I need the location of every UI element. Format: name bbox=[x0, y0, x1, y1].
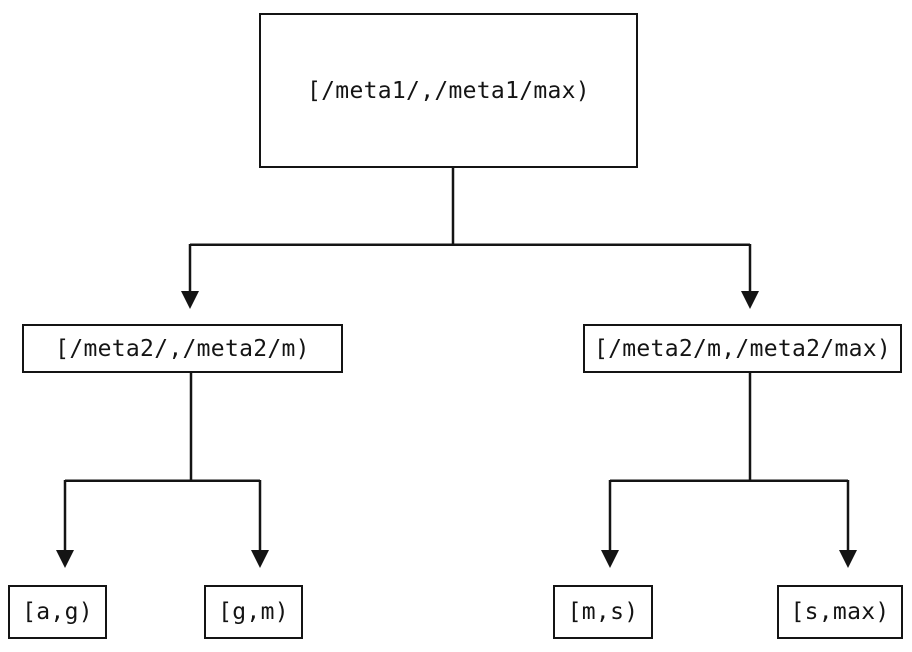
arrow-down-icon bbox=[839, 550, 857, 568]
arrow-down-icon bbox=[601, 550, 619, 568]
node-meta2-left: [/meta2/,/meta2/m) bbox=[22, 324, 343, 373]
connector-root-to-level2 bbox=[188, 168, 752, 292]
node-meta2-right-label: [/meta2/m,/meta2/max) bbox=[593, 335, 892, 362]
arrow-down-icon bbox=[741, 291, 759, 309]
arrow-down-icon bbox=[181, 291, 199, 309]
node-leaf-ag: [a,g) bbox=[8, 585, 107, 639]
node-meta2-left-label: [/meta2/,/meta2/m) bbox=[55, 335, 310, 362]
node-leaf-gm: [g,m) bbox=[204, 585, 303, 639]
node-leaf-ms: [m,s) bbox=[553, 585, 653, 639]
connector-left-to-level3 bbox=[63, 373, 262, 551]
node-leaf-smax-label: [s,max) bbox=[790, 599, 890, 625]
node-root-label: [/meta1/,/meta1/max) bbox=[307, 77, 590, 104]
node-leaf-ms-label: [m,s) bbox=[567, 599, 639, 625]
node-leaf-gm-label: [g,m) bbox=[218, 599, 289, 625]
node-meta2-right: [/meta2/m,/meta2/max) bbox=[583, 324, 902, 373]
arrow-down-icon bbox=[56, 550, 74, 568]
connector-right-to-level3 bbox=[608, 373, 850, 551]
node-leaf-smax: [s,max) bbox=[777, 585, 903, 639]
arrow-down-icon bbox=[251, 550, 269, 568]
node-root: [/meta1/,/meta1/max) bbox=[259, 13, 638, 168]
node-leaf-ag-label: [a,g) bbox=[22, 599, 93, 625]
